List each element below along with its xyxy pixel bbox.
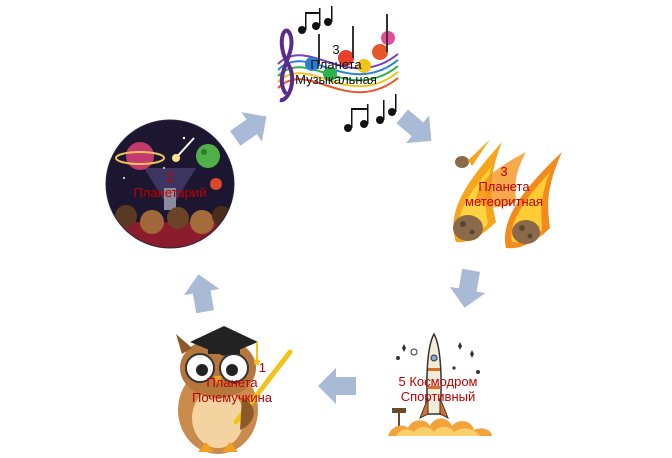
node-owl-title: Планета <box>206 375 258 390</box>
arrow-owl-to-planetarium <box>183 274 220 314</box>
node-cosmodrome-title: Спортивный <box>400 389 476 404</box>
node-planetarium-title: Планетарий <box>133 185 207 200</box>
node-owl-subtitle: Почемучкина <box>191 390 272 405</box>
node-meteor-title: Планета <box>478 179 530 194</box>
node-cosmodrome[interactable] <box>384 328 496 440</box>
planetarium-icon <box>105 119 235 249</box>
arrow-meteor-to-cosmodrome <box>449 268 486 308</box>
node-music-planet[interactable] <box>268 4 408 134</box>
node-music-title: Планета <box>310 57 362 72</box>
node-meteor-subtitle: метеоритная <box>465 194 543 209</box>
node-meteor-label: 3 Планета метеоритная <box>444 164 564 209</box>
node-meteor-planet[interactable] <box>446 132 566 252</box>
node-owl-number: 1 <box>258 360 266 375</box>
node-planetarium[interactable] <box>104 118 236 250</box>
arrow-cosmodrome-to-owl <box>318 368 356 404</box>
node-planetarium-label: 2 Планетарий <box>106 170 234 200</box>
node-music-label: 3 Планета Музыкальная <box>278 42 394 87</box>
meteor-icon <box>453 140 562 249</box>
node-music-subtitle: Музыкальная <box>295 72 377 87</box>
node-cosmodrome-label: 5 Космодром Спортивный <box>376 374 500 404</box>
node-owl-label: 1 Планета Почемучкина <box>168 360 296 405</box>
node-music-number: 3 <box>332 42 340 57</box>
node-planetarium-number: 2 <box>166 170 174 185</box>
music-notes-icon <box>277 6 399 132</box>
node-meteor-number: 3 <box>500 164 508 179</box>
node-cosmodrome-number: 5 Космодром <box>398 374 478 389</box>
rocket-launch-icon <box>388 332 492 436</box>
node-owl-planet[interactable] <box>162 318 296 456</box>
owl-graduate-icon <box>176 326 293 454</box>
